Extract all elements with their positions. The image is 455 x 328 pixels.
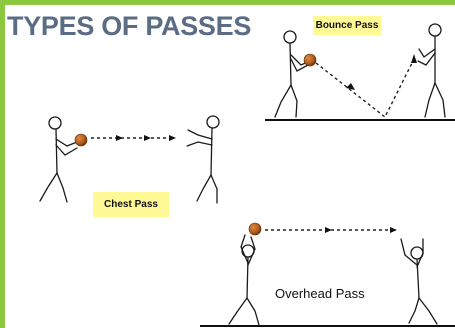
bounce-ball-icon [303,53,317,67]
chest-receiver-figure [186,115,220,204]
bounce-pass-label: Bounce Pass [313,16,381,35]
chest-arrowhead-3 [169,135,176,141]
overhead-passer-figure [228,234,260,326]
passes-illustration [39,23,455,327]
bounce-receiver-figure [417,23,446,118]
overhead-receiver-figure [400,238,438,325]
overhead-pass-label: Overhead Pass [275,286,365,301]
bounce-pass-path [315,56,416,119]
bounce-arrowhead-down [346,83,355,90]
overhead-arrowhead-2 [390,227,397,233]
overhead-arrowhead-1 [325,227,332,233]
chest-ball-icon [74,133,88,147]
overhead-ball-icon [248,222,262,236]
page-title: TYPES OF PASSES [7,11,252,41]
chest-arrowhead-1 [116,135,123,141]
bounce-arrowhead-up [411,54,417,63]
bounce-passer-figure [274,30,311,118]
chest-passer-figure [39,116,78,203]
chest-arrowhead-2 [144,135,151,141]
chest-pass-label: Chest Pass [93,192,169,217]
